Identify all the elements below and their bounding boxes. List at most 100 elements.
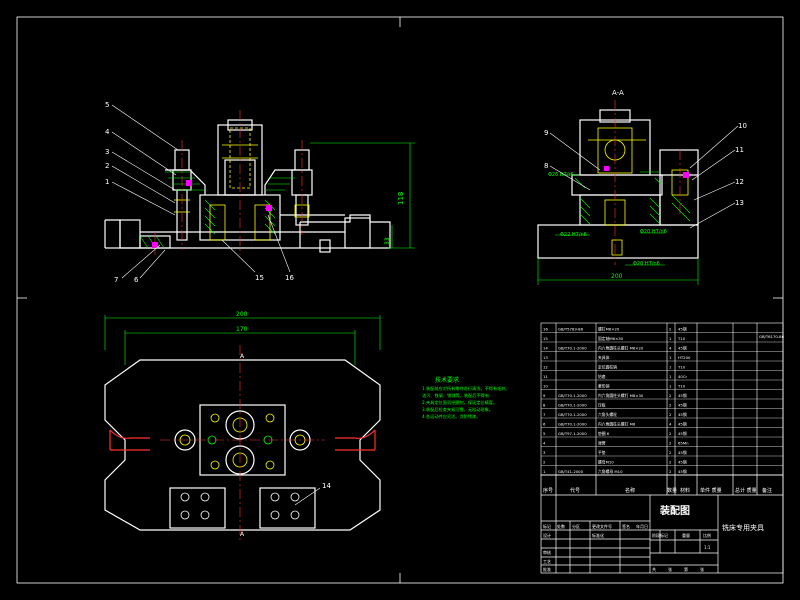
side-fit-3: Φ20 H7/n6 <box>640 229 667 235</box>
parts-row-cell: 垫圈 6 <box>598 431 610 436</box>
parts-row-cell: 65Mn <box>678 440 689 445</box>
front-view: 118 33 5 4 3 2 1 7 6 15 16 <box>104 101 415 284</box>
tb-label-sign: 签名 <box>622 523 630 529</box>
parts-row-cell: 螺钉M6×20 <box>598 326 620 331</box>
parts-row-cell: 2 <box>543 459 546 464</box>
parts-row-cell: 2 <box>669 459 672 464</box>
front-label-16: 16 <box>285 274 294 282</box>
tb-label-doc: 更改文件号 <box>592 523 612 529</box>
side-label-9: 9 <box>544 129 548 137</box>
side-fit-1: Φ26 H7/r6 <box>548 172 574 178</box>
tech-notes-title: 技术要求 <box>435 376 459 384</box>
parts-row-cell: 1 <box>669 355 672 360</box>
tech-note-5: 4.各运动件应灵活。涂防锈漆。 <box>422 413 480 420</box>
parts-row-cell: 2 <box>669 326 672 331</box>
tb-role-approve: 批准 <box>543 566 551 572</box>
front-label-7: 7 <box>114 276 118 284</box>
title-block: 序号 代号 名称 数量 材料 单件 质量 总计 质量 备注 装配图 铣床专用夹具… <box>540 334 785 574</box>
tb-standard: 标准化 <box>592 532 604 538</box>
tb-label-zone: 分区 <box>572 523 580 529</box>
drawing-frame <box>16 16 784 584</box>
parts-row-cell: GB/T70.1-2000 <box>558 393 587 398</box>
parts-row-cell: GB/T70.1-2000 <box>558 345 587 350</box>
parts-row-cell: 2 <box>669 450 672 455</box>
top-outer-dim: 200 <box>236 311 248 318</box>
tech-note-3: 2.夹具定位面须经磨削，保证定位精度。 <box>422 399 497 406</box>
parts-row-cell: 4 <box>669 345 672 350</box>
parts-row-cell: 1 <box>669 374 672 379</box>
parts-row-cell: 内六角圆柱头螺钉 M6×20 <box>598 345 644 350</box>
parts-row-cell: GB/T70.1-2000 <box>558 402 587 407</box>
parts-row-cell: 5 <box>543 431 546 436</box>
parts-row-cell: 定位圆柱销 <box>598 364 617 369</box>
parts-row-cell: GB/T97.1-2000 <box>558 431 587 436</box>
tech-note-4: 3.装配后检查夹紧可靠、无松动现象。 <box>422 406 493 413</box>
parts-row-cell: GB/T41-2000 <box>558 469 584 474</box>
side-fit-2: Φ22 H7/n6 <box>560 232 587 238</box>
header-total-mass: 总计 质量 <box>735 487 757 494</box>
drawing-name: 装配图 <box>659 504 690 517</box>
tb-scale-label: 比例 <box>703 532 711 538</box>
parts-row-cell: 6 <box>543 421 546 426</box>
parts-row-cell: 45钢 <box>678 469 687 474</box>
parts-row-cell: 六角头螺栓 <box>598 412 617 417</box>
parts-row-cell: 10 <box>543 383 548 388</box>
parts-row-cell: 1 <box>669 336 672 341</box>
parts-row-cell: 1 <box>669 364 672 369</box>
parts-row-cell: 11 <box>543 374 548 379</box>
parts-row-cell: 45钢 <box>678 459 687 464</box>
header-remark: 备注 <box>762 487 772 494</box>
side-label-11: 11 <box>735 146 744 154</box>
parts-row-cell: 45钢 <box>678 431 687 436</box>
top-inner-dim: 170 <box>236 326 248 333</box>
front-label-1: 1 <box>105 178 109 186</box>
tb-role-process: 工艺 <box>543 559 551 564</box>
tb-sheet-3: 第 <box>684 566 688 572</box>
header-unit-mass: 单件 质量 <box>700 487 722 494</box>
parts-row-cell: 4 <box>669 421 672 426</box>
header-qty: 数量 <box>667 487 677 494</box>
top-section-mark-bottom: A <box>240 531 245 538</box>
front-height-dim: 118 <box>397 192 405 205</box>
tb-stage: 阶段标记 <box>652 532 668 538</box>
parts-row-cell: 45钢 <box>678 402 687 407</box>
parts-row-cell: 固定轴M6×30 <box>598 336 624 341</box>
parts-row-cell: 钻套 <box>598 374 606 379</box>
parts-row-cell: 13 <box>543 355 548 360</box>
parts-row-cell: 16 <box>543 326 548 331</box>
front-label-5: 5 <box>105 101 109 109</box>
parts-row-cell: 14 <box>543 345 548 350</box>
parts-row-cell: 菱形销 <box>598 383 610 388</box>
parts-row-cell: 45钢 <box>678 345 687 350</box>
parts-row-cell: GB/T70.1-2000 <box>558 412 587 417</box>
parts-row-cell: 45钢 <box>678 412 687 417</box>
tb-sheet-4: 张 <box>700 566 704 572</box>
tb-role-review: 审核 <box>543 549 551 555</box>
tech-note-2: 油污、铁屑、锈蚀等。装配后不得有 <box>422 392 489 399</box>
parts-row-cell: 压板 <box>598 402 606 407</box>
parts-right-note: GB/T6170-86 <box>759 334 785 339</box>
parts-row-cell: 12 <box>543 364 548 369</box>
parts-row-cell: 内六角圆柱头螺钉 M6 <box>598 421 636 426</box>
parts-row-cell: 2 <box>669 412 672 417</box>
parts-row-cell: 1 <box>543 469 546 474</box>
parts-row-cell: 4 <box>543 440 546 445</box>
parts-row-cell: 2 <box>669 440 672 445</box>
header-code: 代号 <box>570 487 580 494</box>
header-name: 名称 <box>625 487 635 494</box>
tb-label-mark: 标记 <box>543 523 551 529</box>
tb-scale: 1:1 <box>704 545 711 550</box>
tb-sheet-1: 共 <box>652 566 656 572</box>
top-view: 200 170 <box>104 311 381 540</box>
parts-row-cell: 15 <box>543 336 548 341</box>
parts-row-cell: 3 <box>543 450 546 455</box>
tb-role-design: 设计 <box>543 532 551 538</box>
parts-row-cell: 8 <box>543 402 546 407</box>
parts-row-cell: 弹簧 <box>598 440 606 445</box>
parts-row-cell: T10 <box>677 336 686 341</box>
parts-row-cell: 2 <box>669 402 672 407</box>
side-section-label: A-A <box>612 89 624 97</box>
front-label-2: 2 <box>105 162 109 170</box>
